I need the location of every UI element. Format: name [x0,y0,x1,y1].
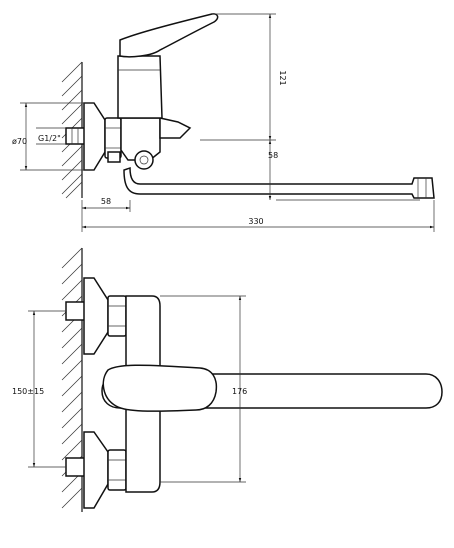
dim-outlet-offset-label: 58 [268,151,278,160]
dim-flange-diameter-label: ø70 [12,137,27,146]
dim-thread-label: G1/2" [38,134,61,143]
small-nut [107,151,121,163]
lever-handle-top [102,364,218,412]
wall-flange [83,102,106,171]
top-view: 150±15 176 [12,247,443,512]
lever-handle [119,13,219,58]
dim-centers-label: 150±15 [12,387,44,396]
lower-flange [83,431,109,509]
dim-height-label: 121 [278,70,287,85]
upper-nut [107,295,127,337]
dim-spout-length-label: 176 [232,387,247,396]
side-view: 121 58 58 330 ø70 G1/2" [12,13,435,232]
lower-nut [107,449,127,491]
upper-flange [83,277,109,355]
dim-reach-label: 330 [248,217,263,226]
spout [123,166,435,199]
diverter-knob [159,117,192,139]
aerator-ring [134,150,154,170]
dim-wall-offset-label: 58 [101,197,111,206]
cartridge-housing [117,55,163,119]
